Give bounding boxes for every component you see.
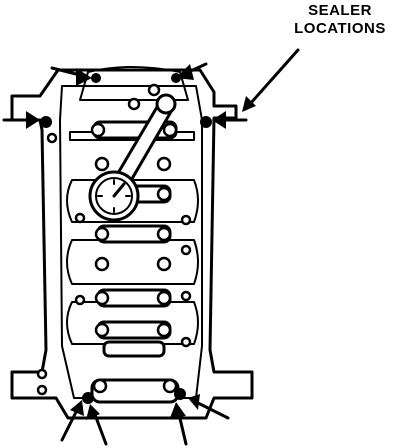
callout-arrowhead [242,96,256,112]
bolt-hole [156,322,172,338]
sealer-points [40,73,212,404]
bolt-hole [46,132,58,144]
callout-leader-line [248,48,300,106]
bolt-hole [94,256,110,272]
arrow-icon [50,66,92,86]
bolt-hole [156,256,172,272]
bay-outline [66,131,199,345]
sealer-dot [82,392,94,404]
bolt-hole [92,378,108,394]
front-cover [79,66,189,101]
arrow-icon [212,111,248,129]
bolt-hole [156,226,172,242]
bearing-cap-6 [102,340,166,358]
arrow-icon [170,402,188,446]
bolt-hole [156,186,172,202]
sealer-dot [200,116,212,128]
arrow-icon [60,400,84,442]
bolt-hole [74,294,86,306]
callout-line-1: SEALER [308,2,372,19]
sealer-dot [40,116,52,128]
arrow-icon [176,62,208,80]
bolt-hole [36,384,48,396]
sealer-locations-label: SEALER LOCATIONS [272,2,408,38]
arrow-icon [86,404,108,446]
bolt-hole [180,244,192,256]
sealer-dot [91,73,101,83]
sealer-arrows [2,62,248,446]
bolt-hole [94,322,110,338]
arrow-icon [2,111,40,129]
bolt-hole [74,212,86,224]
bolt-hole [156,156,172,172]
bolt-holes [36,83,192,396]
bolt-hole [180,214,192,226]
bolt-hole [162,122,178,138]
arm-pivot [155,93,177,115]
bolt-hole [180,336,192,348]
bolt-hole [127,97,141,111]
callout-line-2: LOCATIONS [294,20,386,37]
bolt-hole [94,226,110,242]
bolt-hole [162,378,178,394]
bolt-hole [147,83,161,97]
bolt-hole [180,290,192,302]
bolt-hole [156,290,172,306]
bolt-hole [90,122,106,138]
bolt-hole [94,156,110,172]
dial-indicator-icon [88,170,140,222]
bolt-hole [36,368,48,380]
sealer-dot [174,388,186,400]
bolt-hole [94,290,110,306]
arrow-icon [188,394,230,420]
